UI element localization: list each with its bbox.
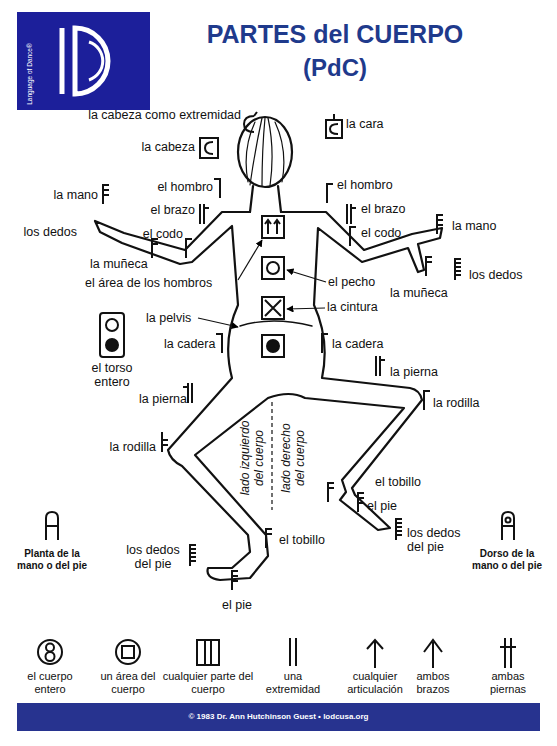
part-label: el brazo [151, 203, 195, 217]
part-label: la cara [346, 117, 384, 131]
part-label: (PdC) [303, 54, 367, 82]
part-label: la cabeza [141, 140, 195, 154]
part-label: la cintura [327, 300, 378, 314]
part-label: lado derecho del cuerpo [279, 414, 307, 502]
part-label: el cuerpo entero [15, 670, 85, 696]
part-label: la mano [54, 188, 98, 202]
part-label: la cadera [332, 337, 383, 351]
part-label: un área del cuerpo [93, 670, 163, 696]
part-label: la rodilla [433, 396, 480, 410]
part-label: el brazo [361, 202, 405, 216]
page-title: PARTES del CUERPO [207, 20, 464, 49]
part-symbols [46, 112, 514, 590]
part-label: ambas piernas [481, 670, 536, 696]
node-text: Language of Dance® [26, 39, 34, 109]
part-label: el pecho [328, 275, 375, 289]
part-label: la muñeca [90, 257, 148, 271]
footer-band: © 1983 Dr. Ann Hutchinson Guest • lodcus… [17, 703, 540, 731]
body-outline [95, 117, 442, 580]
generic-symbols [38, 638, 516, 668]
part-label: el hombro [337, 178, 393, 192]
part-label: el tobillo [375, 475, 421, 489]
logo-box: Language of Dance® [17, 12, 150, 110]
part-label: los dedos del pie [407, 526, 469, 554]
leader-lines [198, 240, 326, 510]
part-label: la muñeca [390, 286, 448, 300]
part-label: Planta de la mano o del pie [12, 548, 92, 572]
part-label: el tobillo [279, 533, 325, 547]
part-label: el pie [367, 499, 397, 513]
part-label: la rodilla [109, 440, 156, 454]
part-label: el torso entero [83, 361, 141, 389]
part-label: los dedos del pie [122, 543, 184, 571]
part-label: una extremidad [258, 670, 328, 696]
node-text: © 1983 Dr. Ann Hutchinson Guest • lodcus… [17, 703, 540, 731]
torso-symbols [262, 216, 284, 357]
part-label: los dedos [23, 225, 77, 239]
part-label: la cadera [164, 337, 215, 351]
part-label: el área de los hombros [85, 276, 212, 290]
part-label: la mano [452, 219, 496, 233]
part-label: el codo [361, 226, 401, 240]
part-label: la pierna [139, 392, 187, 406]
part-label: el hombro [157, 180, 213, 194]
part-label: cualquier parte del cuerpo [153, 670, 263, 696]
part-label: Dorso de la mano o del pie [471, 548, 543, 572]
part-label: la cabeza como extremidad [88, 108, 241, 122]
part-label: cualquier articulación [335, 670, 415, 696]
part-label: la pelvis [146, 311, 191, 325]
part-label: lado izquierdo del cuerpo [238, 414, 266, 502]
part-label: ambos brazos [408, 670, 458, 696]
part-label: la pierna [390, 365, 438, 379]
part-label: los dedos [469, 268, 523, 282]
part-label: el pie [222, 598, 252, 612]
part-label: el codo [143, 227, 183, 241]
